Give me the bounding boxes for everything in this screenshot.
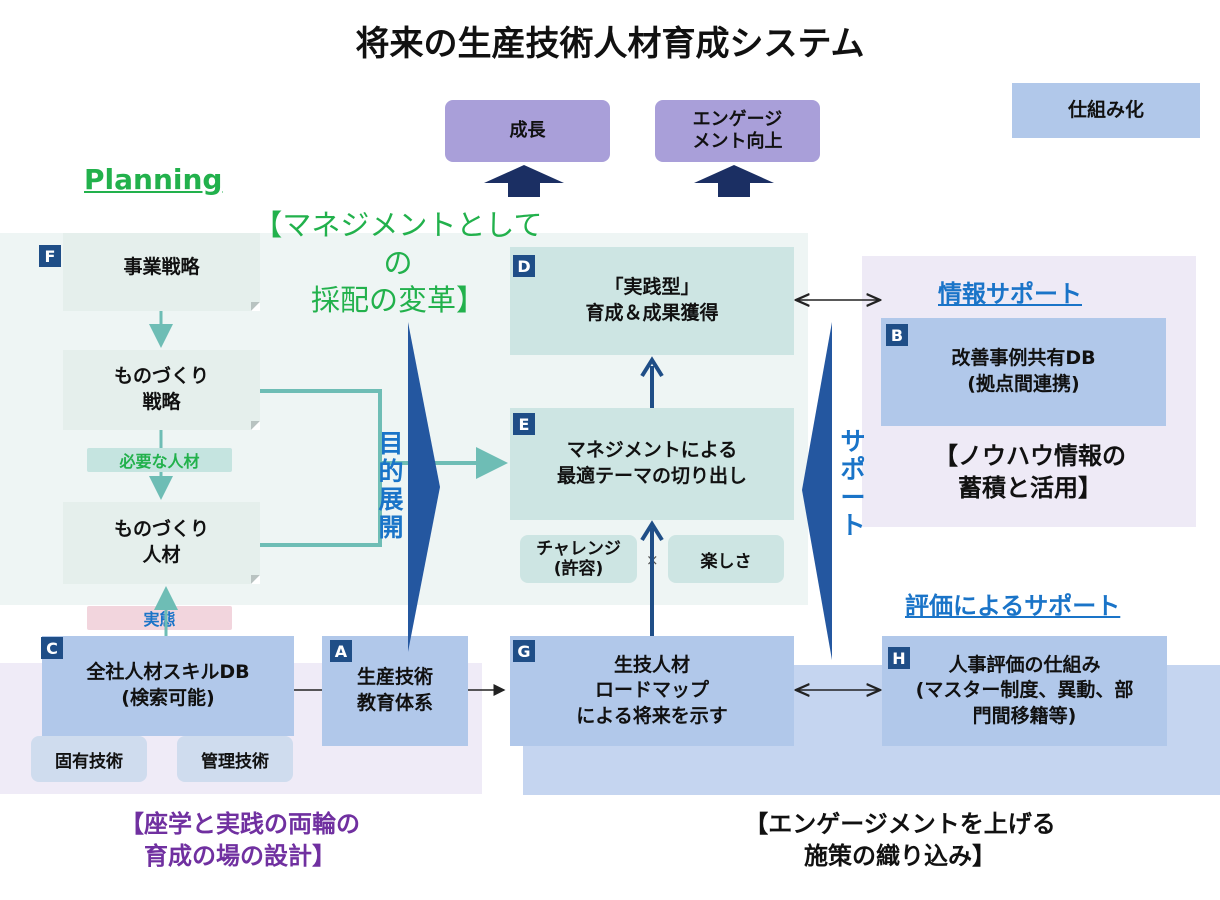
learning-bracket: 【座学と実践の両輪の 育成の場の設計】 [120, 810, 360, 871]
box-b: 改善事例共有DB (拠点間連携) [881, 318, 1166, 426]
business-strategy-text: 事業戦略 [123, 256, 200, 279]
arrow-e-to-d-head [640, 356, 664, 378]
challenge-pill: チャレンジ (許容) [520, 535, 637, 583]
box-c: 全社人材スキルDB (検索可能) [42, 636, 294, 736]
connector-talent-to-e [260, 463, 382, 547]
engagement-label: エンゲージ メント向上 [692, 109, 783, 152]
business-strategy-note: F 事業戦略 [39, 233, 260, 311]
knowhow-bracket: 【ノウハウ情報の 蓄積と活用】 [934, 442, 1126, 503]
box-b-text: 改善事例共有DB (拠点間連携) [951, 347, 1096, 395]
box-e: マネジメントによる 最適テーマの切り出し [510, 408, 794, 520]
box-d-text: 「実践型」 育成＆成果獲得 [585, 276, 719, 324]
fun-label: 楽しさ [700, 551, 752, 572]
box-h-text: 人事評価の仕組み (マスター制度、異動、部 門間移籍等) [915, 653, 1134, 727]
required-talent-label: 必要な人材 [119, 452, 200, 471]
planning-heading: Planning [84, 163, 223, 196]
box-letter-f: F [39, 245, 61, 267]
connector-strategy-to-e [260, 389, 382, 463]
page-title: 将来の生産技術人材育成システム [355, 24, 865, 64]
box-e-text: マネジメントによる 最適テーマの切り出し [556, 439, 747, 487]
specific-tech-tag: 固有技術 [31, 736, 147, 782]
box-letter-a: A [330, 640, 352, 662]
box-letter-b: B [886, 324, 908, 346]
box-d: 「実践型」 育成＆成果獲得 [510, 247, 794, 355]
box-letter-d: D [513, 255, 535, 277]
manufacturing-strategy-note: ものづくり 戦略 [63, 350, 260, 430]
box-h: 人事評価の仕組み (マスター制度、異動、部 門間移籍等) [882, 636, 1167, 746]
purpose-triangle [408, 322, 440, 652]
manufacturing-strategy-text: ものづくり 戦略 [113, 365, 209, 413]
legend-label: 仕組み化 [1067, 98, 1144, 121]
specific-tech-label: 固有技術 [55, 751, 123, 772]
engagement-up-arrow [694, 165, 774, 197]
box-letter-e: E [513, 413, 535, 435]
growth-outcome: 成長 [445, 100, 610, 162]
fun-pill: 楽しさ [668, 535, 784, 583]
box-a: 生産技術 教育体系 [322, 636, 468, 746]
support-label: サ ポ ー ト [840, 427, 866, 540]
management-tech-label: 管理技術 [201, 751, 269, 772]
manufacturing-talent-note: ものづくり 人材 [63, 502, 260, 584]
required-talent-tag: 必要な人材 [87, 448, 232, 472]
growth-label: 成長 [509, 119, 546, 141]
box-g: 生技人材 ロードマップ による将来を示す [510, 636, 794, 746]
challenge-label: チャレンジ (許容) [536, 538, 621, 579]
box-a-text: 生産技術 教育体系 [356, 666, 433, 714]
eval-support-heading: 評価によるサポート [905, 592, 1121, 620]
box-g-text: 生技人材 ロードマップ による将来を示す [576, 653, 728, 727]
purpose-label: 目 的 展 開 [378, 429, 404, 542]
engagement-outcome: エンゲージ メント向上 [655, 100, 820, 162]
legend-box: 仕組み化 [1012, 83, 1200, 138]
info-support-heading: 情報サポート [938, 280, 1082, 308]
engagement-bracket: 【エンゲージメントを上げる 施策の織り込み】 [744, 810, 1056, 871]
management-note: 【マネジメントとしての 採配の変革】 [253, 208, 543, 318]
box-letter-h: H [888, 647, 910, 669]
arrow-g-to-e-head [640, 520, 664, 542]
box-letter-g: G [513, 640, 535, 662]
management-tech-tag: 管理技術 [177, 736, 293, 782]
box-letter-c: C [41, 637, 63, 659]
growth-up-arrow [484, 165, 564, 197]
manufacturing-talent-text: ものづくり 人材 [113, 518, 209, 566]
support-triangle [802, 322, 832, 660]
box-c-text: 全社人材スキルDB (検索可能) [86, 661, 250, 709]
